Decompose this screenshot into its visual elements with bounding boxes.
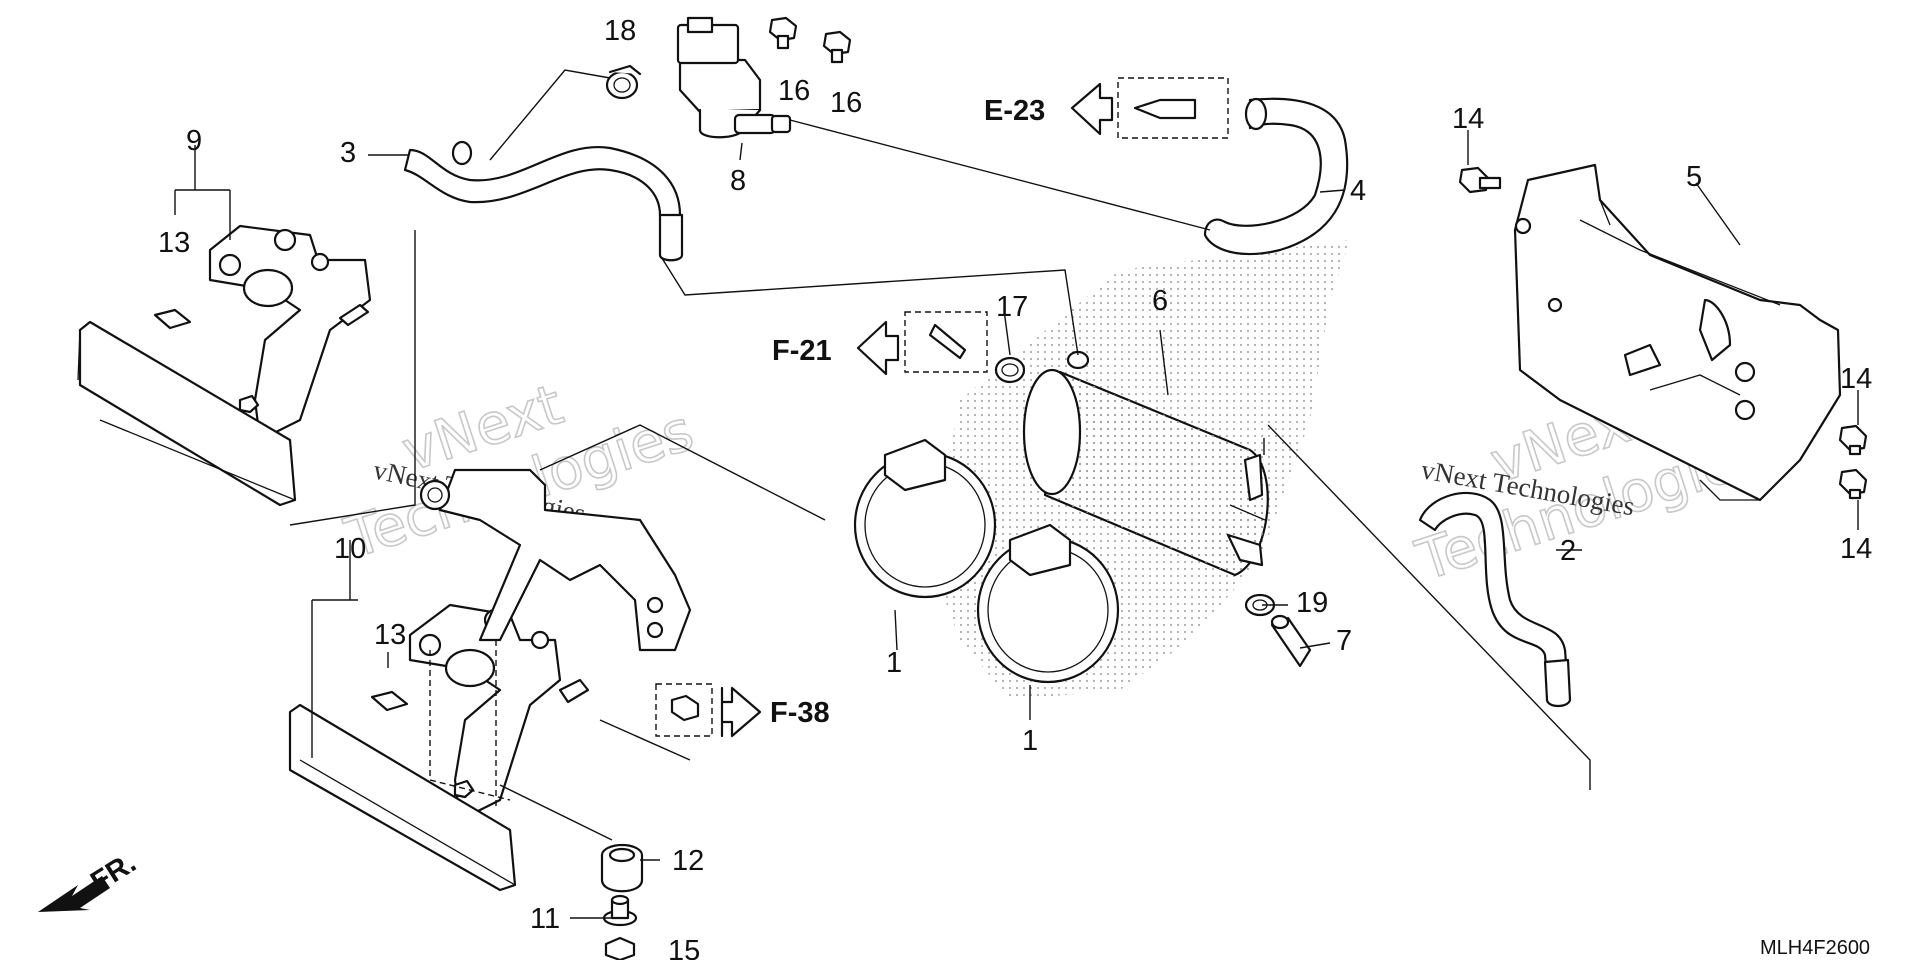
- bolt-14-b: [1838, 424, 1868, 456]
- callout-13-a: 13: [158, 227, 190, 259]
- callouts: 1 1 2 3 4 5 6 7 8 9 10 11 12 13 13 14 14…: [158, 15, 1872, 960]
- tube-4: [1203, 97, 1349, 256]
- nut-15: [604, 936, 636, 960]
- callout-16-b: 16: [830, 87, 862, 119]
- callout-10: 10: [334, 533, 366, 565]
- callout-14-b: 14: [1840, 363, 1872, 395]
- callout-5: 5: [1686, 161, 1702, 193]
- ref-f21-label: F-21: [772, 335, 832, 367]
- band-1-b: [976, 523, 1120, 684]
- callout-19: 19: [1296, 587, 1328, 619]
- bolt-16-a: [768, 16, 798, 50]
- callout-13-b: 13: [374, 619, 406, 651]
- stay-bracket: [419, 468, 692, 652]
- bolt-14-c: [1838, 468, 1868, 500]
- callout-14-a: 14: [1452, 103, 1484, 135]
- diagram-code: MLH4F2600: [1760, 937, 1870, 959]
- collar-11: [602, 894, 638, 927]
- leader-lines: [174, 69, 1859, 919]
- callout-4: 4: [1350, 175, 1366, 207]
- callout-14-c: 14: [1840, 533, 1872, 565]
- ref-f38-label: F-38: [770, 697, 830, 729]
- callout-9: 9: [186, 125, 202, 157]
- callout-16-a: 16: [778, 75, 810, 107]
- callout-3: 3: [340, 137, 356, 169]
- front-direction-arrow: FR.: [38, 847, 142, 912]
- heat-shield-9: [77, 224, 372, 507]
- bolt-16-b: [822, 30, 852, 64]
- fitting-7: [1270, 614, 1312, 668]
- callout-6: 6: [1152, 285, 1168, 317]
- tube-3: [403, 140, 684, 262]
- callout-1-a: 1: [886, 647, 902, 679]
- band-1-a: [853, 438, 997, 599]
- purge-valve-8: [676, 16, 792, 139]
- callout-2: 2: [1560, 535, 1576, 567]
- canister-6: [1022, 350, 1269, 577]
- callout-15: 15: [668, 935, 700, 960]
- ref-f21: F-21: [772, 311, 988, 376]
- callout-18: 18: [604, 15, 636, 47]
- ref-e23: E-23: [984, 77, 1229, 139]
- callout-11: 11: [530, 903, 560, 935]
- callout-17: 17: [996, 291, 1028, 323]
- clamp-17: [994, 356, 1026, 384]
- callout-8: 8: [730, 165, 746, 197]
- callout-12: 12: [672, 845, 704, 877]
- ref-e23-label: E-23: [984, 95, 1045, 127]
- clamp-18: [605, 64, 642, 100]
- callout-7: 7: [1336, 625, 1352, 657]
- tube-2: [1418, 491, 1572, 708]
- bracket-5: [1513, 163, 1842, 502]
- grommet-12: [600, 843, 644, 893]
- ref-f38: F-38: [655, 683, 830, 738]
- bolt-14-a: [1458, 166, 1502, 194]
- callout-1-b: 1: [1022, 725, 1038, 757]
- heat-shield-10: [288, 603, 590, 892]
